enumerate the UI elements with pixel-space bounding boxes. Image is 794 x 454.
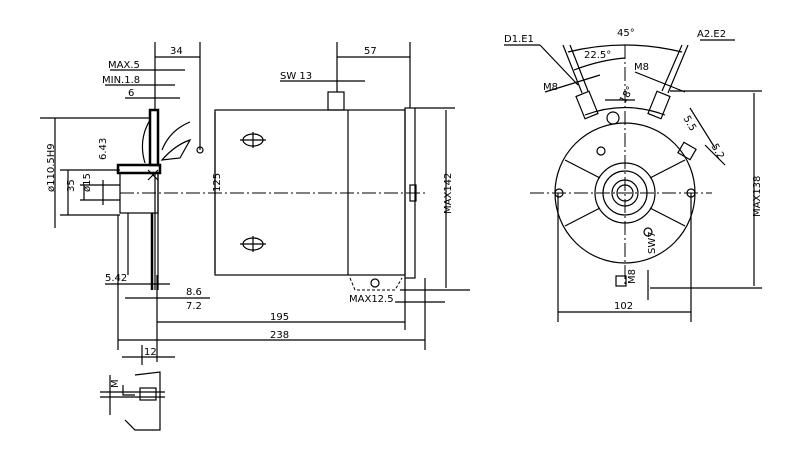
dim-57: 57 xyxy=(364,46,377,57)
dim-6: 6 xyxy=(128,88,134,99)
dim-max5: MAX.5 xyxy=(108,60,140,71)
dim-6-43: 6.43 xyxy=(98,138,109,160)
label-d1-e1: D1.E1 xyxy=(504,34,534,45)
thread-m8-left: M8 xyxy=(543,82,558,93)
terminal-stud xyxy=(327,91,345,111)
dim-max12-5: MAX12.5 xyxy=(349,294,394,305)
dim-sw13: SW 13 xyxy=(280,71,312,82)
dim-phi110: ø110.5H9 xyxy=(46,143,57,192)
dim-m: M xyxy=(110,379,121,388)
dim-5-42: 5.42 xyxy=(105,273,127,284)
dim-125: 125 xyxy=(212,173,223,192)
dim-8-6: 8.6 xyxy=(186,287,202,298)
dim-5-2: 5.2 xyxy=(708,142,725,161)
dim-12: 12 xyxy=(144,347,157,358)
end-view: D1.E1 A2.E2 45° 22.5° M8 M8 18° 5.5 5.2 … xyxy=(504,28,763,322)
label-a2-e2: A2.E2 xyxy=(697,29,726,40)
dim-238: 238 xyxy=(270,330,289,341)
angle-18: 18° xyxy=(618,85,636,106)
angle-22-5: 22.5° xyxy=(584,50,611,61)
terminal-detail xyxy=(100,371,165,431)
angle-45: 45° xyxy=(617,28,635,39)
dim-max138: MAX138 xyxy=(752,176,763,217)
dim-195: 195 xyxy=(270,312,289,323)
dim-34: 34 xyxy=(170,46,183,57)
thread-m8-right: M8 xyxy=(634,62,649,73)
dim-sw7: SW7 xyxy=(647,231,658,254)
dim-102: 102 xyxy=(614,301,633,312)
dim-phi15: ø15 xyxy=(82,173,93,192)
thread-m8-bottom: M8 xyxy=(627,269,638,284)
side-view: 34 57 MAX.5 MIN.1.8 6 SW 13 ø110.5H9 6.4… xyxy=(40,42,470,431)
terminal-a2e2 xyxy=(647,44,689,120)
dim-min18: MIN.1.8 xyxy=(102,75,140,86)
dim-35: 35 xyxy=(66,179,77,192)
dim-max142: MAX142 xyxy=(443,173,454,214)
dim-7-2: 7.2 xyxy=(186,301,202,312)
